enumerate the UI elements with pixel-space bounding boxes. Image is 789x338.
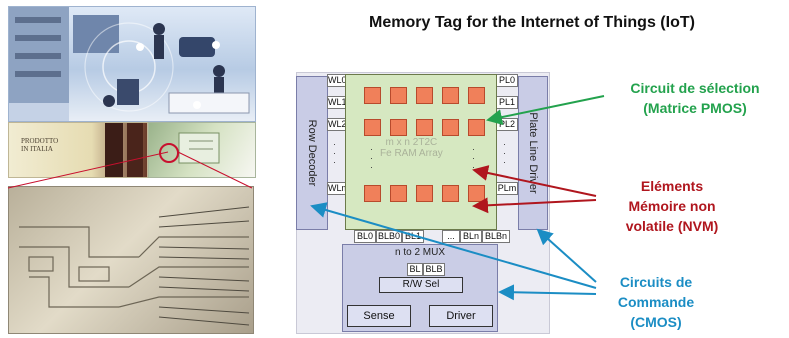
command-arrow-mux	[498, 284, 597, 301]
memory-line1: Eléments	[640, 178, 704, 194]
plateline-dots: ···	[503, 139, 506, 167]
mux-block: n to 2 MUX BL BLB R/W Sel Sense Driver	[342, 244, 498, 332]
memory-cell	[364, 119, 381, 136]
selection-circuit-annotation: Circuit de sélection (Matrice PMOS)	[606, 78, 784, 118]
memory-arrow-2	[472, 197, 597, 214]
memory-cell	[416, 185, 433, 202]
bl-label: BL	[407, 263, 423, 276]
bitline-label: ...	[442, 230, 460, 243]
array-label: m x n 2T2C Fe RAM Array	[380, 137, 443, 159]
command-line2: Commande	[617, 294, 695, 310]
memory-cell	[442, 87, 459, 104]
command-circuits-annotation: Circuits de Commande (CMOS)	[596, 272, 716, 332]
mux-label: n to 2 MUX	[394, 247, 446, 258]
memory-line3: volatile (NVM)	[625, 218, 719, 234]
memory-array: m x n 2T2C Fe RAM Array ··· ···	[345, 74, 497, 230]
sense-amplifier-block: Sense	[347, 305, 411, 327]
bitline-label: BLB0	[376, 230, 402, 243]
blb-label: BLB	[423, 263, 445, 276]
rw-select-block: R/W Sel	[379, 277, 463, 293]
command-line1: Circuits de	[619, 274, 693, 290]
memory-cell	[468, 87, 485, 104]
memory-cell	[364, 87, 381, 104]
bitline-label: BLn	[460, 230, 482, 243]
flexible-tag-photo	[148, 122, 256, 178]
command-arrow-plate-driver	[536, 228, 597, 283]
memory-cell	[416, 119, 433, 136]
selection-line1: Circuit de sélection	[630, 80, 760, 96]
array-dots-left: ···	[370, 144, 374, 172]
tag-on-bottle-illustration	[159, 132, 220, 164]
array-label-line1: m x n 2T2C	[385, 137, 438, 148]
driver-block: Driver	[429, 305, 493, 327]
wine-label-line1: PRODOTTO	[21, 137, 59, 145]
printed-circuit-illustration	[19, 206, 250, 326]
selection-arrow	[486, 95, 605, 125]
link-line-right	[177, 151, 253, 189]
iot-scene-illustration	[9, 7, 250, 121]
memory-cell	[364, 185, 381, 202]
printed-memory-closeup-photo	[8, 186, 254, 334]
link-line-left	[7, 151, 169, 189]
wine-bottle-photo: PRODOTTO IN ITALIA	[8, 122, 148, 178]
memory-cell	[442, 119, 459, 136]
memory-cell	[390, 185, 407, 202]
array-label-line2: Fe RAM Array	[380, 148, 443, 159]
wordline-dots: ···	[333, 139, 336, 167]
memory-cell	[416, 87, 433, 104]
memory-cell	[390, 87, 407, 104]
iot-scene-photo	[8, 6, 256, 122]
selection-line2: (Matrice PMOS)	[643, 100, 747, 116]
bitline-label: BLBn	[482, 230, 510, 243]
wine-label-line2: IN ITALIA	[21, 145, 53, 153]
memory-arrow-1	[472, 165, 597, 197]
command-arrow-row-decoder	[310, 202, 597, 289]
wine-bottle-shape-2	[127, 123, 143, 177]
memory-cell	[390, 119, 407, 136]
page-title: Memory Tag for the Internet of Things (I…	[369, 14, 695, 31]
wordline-label: WL2	[327, 118, 347, 131]
memory-cell	[442, 185, 459, 202]
memory-cell	[468, 119, 485, 136]
wine-label-text: PRODOTTO IN ITALIA	[21, 137, 58, 153]
command-line3: (CMOS)	[630, 314, 682, 330]
bitline-label: BL0	[354, 230, 376, 243]
memory-line2: Mémoire non	[628, 198, 716, 214]
memory-elements-annotation: Eléments Mémoire non volatile (NVM)	[598, 176, 746, 236]
